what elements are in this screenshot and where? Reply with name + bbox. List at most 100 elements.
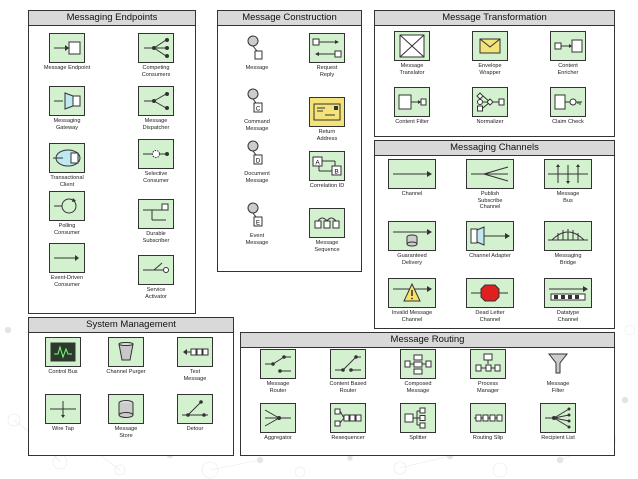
pattern-claim-check[interactable]: Claim Check xyxy=(535,87,601,126)
pattern-recipient-list[interactable]: Recipient List xyxy=(525,403,591,442)
command-glyph: C xyxy=(256,107,261,113)
pattern-event-driven-consumer[interactable]: Event-Driven Consumer xyxy=(34,243,100,288)
channel-adapter-icon xyxy=(466,221,514,251)
pattern-message-bus[interactable]: Message Bus xyxy=(535,159,601,204)
pattern-guaranteed-delivery[interactable]: Guaranteed Delivery xyxy=(379,221,445,266)
pattern-composed-message[interactable]: Composed Message xyxy=(385,349,451,394)
datatype-channel-icon xyxy=(544,278,592,308)
panel-title: Messaging Endpoints xyxy=(29,11,195,26)
routing-slip-icon xyxy=(470,403,506,433)
panel-messaging-endpoints: Messaging Endpoints Message Endpoint Com… xyxy=(28,10,196,314)
competing-consumers-icon xyxy=(138,33,174,63)
translator-icon xyxy=(394,31,430,61)
message-bus-icon xyxy=(544,159,592,189)
pattern-splitter[interactable]: Splitter xyxy=(385,403,451,442)
resequencer-icon xyxy=(330,403,366,433)
pattern-test-message[interactable]: Test Message xyxy=(162,337,228,382)
pattern-document-message[interactable]: D Document Message xyxy=(224,139,290,184)
pattern-dead-letter-channel[interactable]: Dead Letter Channel xyxy=(457,278,523,323)
pattern-messaging-bridge[interactable]: Messaging Bridge xyxy=(535,221,601,266)
pattern-detour[interactable]: Detour xyxy=(162,394,228,433)
panel-message-transformation: Message Transformation Message Translato… xyxy=(374,10,615,137)
channel-purger-icon xyxy=(108,337,144,367)
panel-title: Messaging Channels xyxy=(375,141,614,156)
pattern-control-bus[interactable]: Control Bus xyxy=(30,337,96,376)
channel-icon xyxy=(388,159,436,189)
dead-letter-icon xyxy=(466,278,514,308)
normalizer-icon xyxy=(472,87,508,117)
pattern-content-filter[interactable]: Content Filter xyxy=(379,87,445,126)
panel-title: Message Transformation xyxy=(375,11,614,26)
pattern-content-enricher[interactable]: Content Enricher xyxy=(535,31,601,76)
recipient-list-icon xyxy=(540,403,576,433)
pattern-messaging-gateway[interactable]: Messaging Gateway xyxy=(34,86,100,131)
bridge-icon xyxy=(544,221,592,251)
panel-message-construction: Message Construction Message Request Rep… xyxy=(217,10,362,272)
pattern-message[interactable]: Message xyxy=(224,33,290,72)
pattern-competing-consumers[interactable]: Competing Consumers xyxy=(123,33,189,78)
pattern-content-based-router[interactable]: Content Based Router xyxy=(315,349,381,394)
pattern-channel-adapter[interactable]: Channel Adapter xyxy=(457,221,523,260)
command-message-icon: C xyxy=(239,87,275,117)
content-based-router-icon xyxy=(330,349,366,379)
document-message-icon: D xyxy=(239,139,275,169)
guaranteed-delivery-icon xyxy=(388,221,436,251)
pattern-message-sequence[interactable]: Message Sequence xyxy=(294,208,360,253)
pattern-routing-slip[interactable]: Routing Slip xyxy=(455,403,521,442)
pattern-selective-consumer[interactable]: Selective Consumer xyxy=(123,139,189,184)
panel-messaging-channels: Messaging Channels Channel Publish Subsc… xyxy=(374,140,615,329)
request-reply-icon xyxy=(309,33,345,63)
control-bus-icon xyxy=(45,337,81,367)
pattern-command-message[interactable]: C Command Message xyxy=(224,87,290,132)
pattern-message-endpoint[interactable]: Message Endpoint xyxy=(34,33,100,72)
pattern-polling-consumer[interactable]: Polling Consumer xyxy=(34,191,100,236)
pattern-envelope-wrapper[interactable]: Envelope Wrapper xyxy=(457,31,523,76)
pattern-message-filter[interactable]: Message Filter xyxy=(525,349,591,394)
pattern-wire-tap[interactable]: Wire Tap xyxy=(30,394,96,433)
polling-consumer-icon xyxy=(49,191,85,221)
panel-title: Message Routing xyxy=(241,333,614,348)
correlation-glyph-a: A xyxy=(315,160,320,167)
panel-system-management: System Management Control Bus Channel Pu… xyxy=(28,317,234,456)
pattern-durable-subscriber[interactable]: Durable Subscriber xyxy=(123,199,189,244)
pattern-process-manager[interactable]: Process Manager xyxy=(455,349,521,394)
panel-title: System Management xyxy=(29,318,233,333)
panel-message-routing: Message Routing Message Router Content B… xyxy=(240,332,615,456)
return-address-icon xyxy=(309,97,345,127)
pattern-request-reply[interactable]: Request Reply xyxy=(294,33,360,78)
message-filter-icon xyxy=(540,349,576,379)
pattern-service-activator[interactable]: Service Activator xyxy=(123,255,189,300)
wire-tap-icon xyxy=(45,394,81,424)
pattern-invalid-message-channel[interactable]: Invalid Message Channel xyxy=(379,278,445,323)
pattern-resequencer[interactable]: Resequencer xyxy=(315,403,381,442)
publish-subscribe-icon xyxy=(466,159,514,189)
splitter-icon xyxy=(400,403,436,433)
pattern-transactional-client[interactable]: Transactional Client xyxy=(34,143,100,188)
test-message-icon xyxy=(177,337,213,367)
envelope-icon xyxy=(472,31,508,61)
pattern-return-address[interactable]: Return Address xyxy=(294,97,360,142)
pattern-message-router[interactable]: Message Router xyxy=(245,349,311,394)
message-sequence-icon xyxy=(309,208,345,238)
pattern-channel-purger[interactable]: Channel Purger xyxy=(93,337,159,376)
pattern-channel[interactable]: Channel xyxy=(379,159,445,198)
pattern-message-dispatcher[interactable]: Message Dispatcher xyxy=(123,86,189,131)
message-store-icon xyxy=(108,394,144,424)
invalid-message-icon xyxy=(388,278,436,308)
gateway-icon xyxy=(49,86,85,116)
message-icon xyxy=(239,33,275,63)
enricher-icon xyxy=(550,31,586,61)
pattern-event-message[interactable]: E Event Message xyxy=(224,201,290,246)
composed-message-icon xyxy=(400,349,436,379)
pattern-datatype-channel[interactable]: Datatype Channel xyxy=(535,278,601,323)
correlation-glyph-b: B xyxy=(334,169,338,176)
pattern-aggregator[interactable]: Aggregator xyxy=(245,403,311,442)
event-message-icon: E xyxy=(239,201,275,231)
pattern-normalizer[interactable]: Normalizer xyxy=(457,87,523,126)
pattern-message-translator[interactable]: Message Translator xyxy=(379,31,445,76)
pattern-publish-subscribe-channel[interactable]: Publish Subscribe Channel xyxy=(457,159,523,211)
transactional-client-icon xyxy=(49,143,85,173)
pattern-message-store[interactable]: Message Store xyxy=(93,394,159,439)
